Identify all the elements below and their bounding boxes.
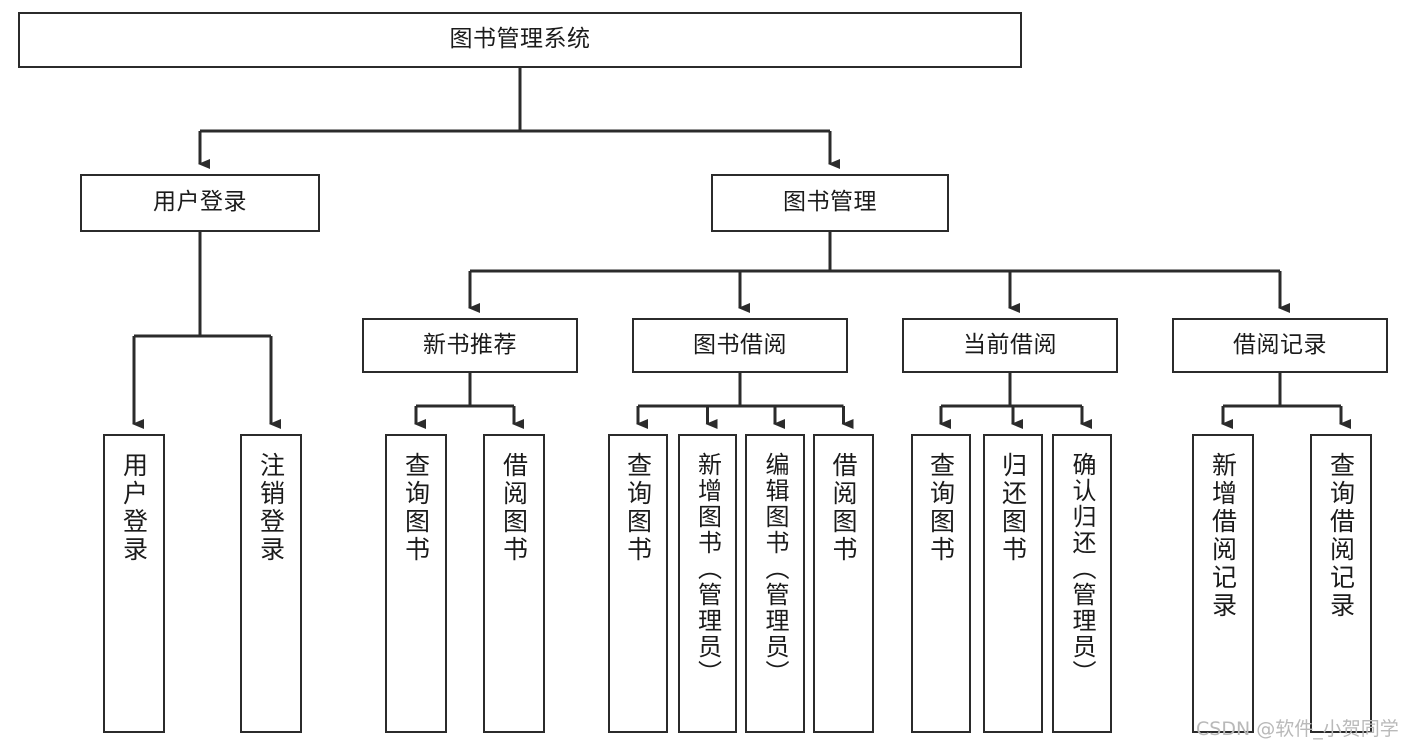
node-leaf-user-login-label: 用户登录 (119, 452, 149, 564)
node-leaf-edit-book[interactable]: 编辑图书（管理员） (745, 434, 805, 733)
node-leaf-query-book-rec-label: 查询图书 (401, 452, 431, 564)
node-root-label: 图书管理系统 (449, 26, 591, 53)
node-leaf-add-record[interactable]: 新增借阅记录 (1192, 434, 1254, 733)
node-leaf-add-book-label: 新增图书（管理员） (693, 452, 722, 686)
node-book-borrow[interactable]: 图书借阅 (632, 318, 848, 373)
node-leaf-return-book[interactable]: 归还图书 (983, 434, 1043, 733)
node-user-login-label: 用户登录 (153, 189, 247, 216)
csdn-watermark: CSDN @软件_小贺同学 (1196, 718, 1399, 740)
node-leaf-return-book-label: 归还图书 (998, 452, 1028, 564)
node-leaf-confirm-return-label: 确认归还（管理员） (1068, 452, 1096, 686)
node-new-book-rec[interactable]: 新书推荐 (362, 318, 578, 373)
node-new-book-rec-label: 新书推荐 (423, 331, 517, 358)
node-leaf-query-book-bb-label: 查询图书 (623, 452, 653, 564)
node-leaf-user-logout-label: 注销登录 (256, 452, 286, 564)
node-borrow-record-label: 借阅记录 (1233, 331, 1327, 358)
node-root[interactable]: 图书管理系统 (18, 12, 1022, 68)
node-leaf-borrow-book-bb[interactable]: 借阅图书 (813, 434, 874, 733)
node-borrow-record[interactable]: 借阅记录 (1172, 318, 1388, 373)
node-leaf-query-book-cb[interactable]: 查询图书 (911, 434, 971, 733)
node-leaf-query-record-label: 查询借阅记录 (1326, 452, 1356, 620)
node-leaf-add-record-label: 新增借阅记录 (1208, 452, 1238, 620)
node-current-borrow-label: 当前借阅 (963, 331, 1057, 358)
node-leaf-borrow-book-rec[interactable]: 借阅图书 (483, 434, 545, 733)
node-leaf-add-book[interactable]: 新增图书（管理员） (678, 434, 737, 733)
node-leaf-edit-book-label: 编辑图书（管理员） (761, 452, 789, 686)
node-current-borrow[interactable]: 当前借阅 (902, 318, 1118, 373)
node-leaf-query-book-cb-label: 查询图书 (926, 452, 956, 564)
node-leaf-borrow-book-bb-label: 借阅图书 (829, 452, 858, 564)
node-leaf-user-logout[interactable]: 注销登录 (240, 434, 302, 733)
node-leaf-confirm-return[interactable]: 确认归还（管理员） (1052, 434, 1112, 733)
node-leaf-query-book-rec[interactable]: 查询图书 (385, 434, 447, 733)
node-leaf-borrow-book-rec-label: 借阅图书 (499, 452, 529, 564)
node-leaf-query-book-bb[interactable]: 查询图书 (608, 434, 668, 733)
node-leaf-query-record[interactable]: 查询借阅记录 (1310, 434, 1372, 733)
node-book-borrow-label: 图书借阅 (693, 331, 787, 358)
node-book-manage-label: 图书管理 (783, 189, 877, 216)
node-book-manage[interactable]: 图书管理 (711, 174, 949, 232)
node-user-login[interactable]: 用户登录 (80, 174, 320, 232)
node-leaf-user-login[interactable]: 用户登录 (103, 434, 165, 733)
